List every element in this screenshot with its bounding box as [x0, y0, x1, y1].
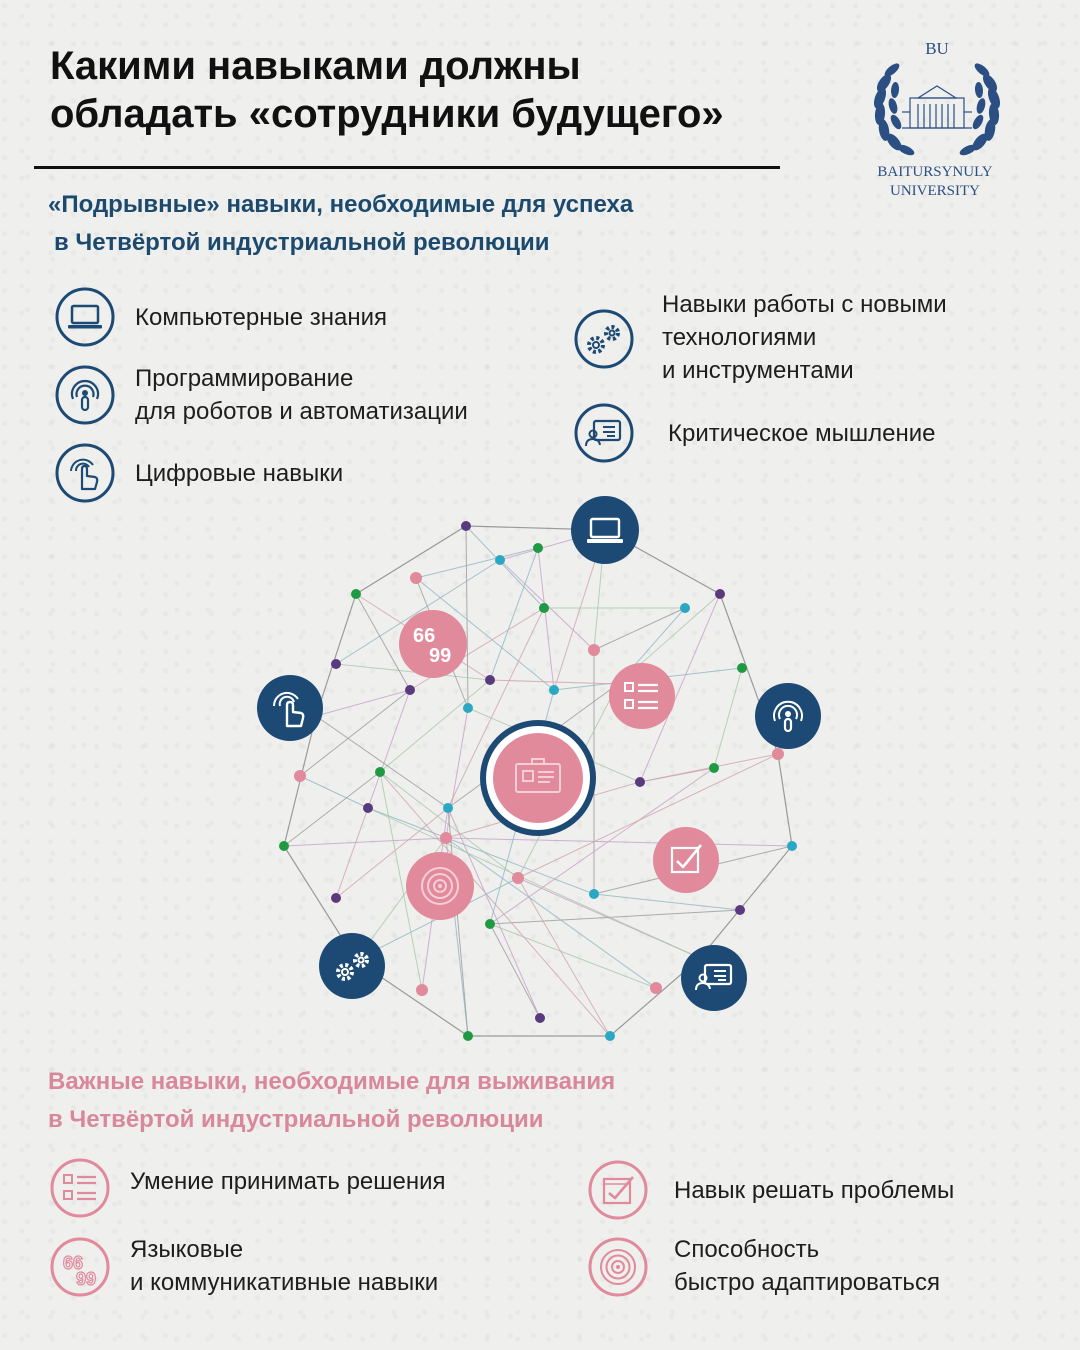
gears-icon — [574, 309, 634, 368]
spiral-icon — [406, 852, 474, 920]
network-node — [410, 572, 422, 584]
network-node — [772, 748, 784, 760]
network-node — [443, 803, 453, 813]
network-node — [495, 555, 505, 565]
presentation-icon — [681, 945, 747, 1011]
center-node — [480, 720, 596, 836]
network-node — [737, 663, 747, 673]
network-node — [375, 767, 385, 777]
disruptive-heading-line-2: в Четвёртой индустриальной революции — [54, 229, 550, 256]
survival-heading-line-2: в Четвёртой индустриальной революции — [48, 1106, 544, 1133]
network-node — [485, 675, 495, 685]
gears-icon — [319, 933, 385, 999]
network-node — [535, 1013, 545, 1023]
skill-robot-programming: Программирование для роботов и автоматиз… — [55, 362, 468, 428]
laurel-right — [959, 63, 1001, 156]
title-divider — [34, 166, 780, 169]
network-node — [650, 982, 662, 994]
network-node — [485, 919, 495, 929]
network-node — [331, 659, 341, 669]
network-node — [549, 685, 559, 695]
skill-label: Умение принимать решения — [130, 1167, 446, 1195]
skill-digital: Цифровые навыки — [55, 443, 343, 503]
network-node — [680, 603, 690, 613]
university-logo: BU BAITURSYNULY UNIVERSITY — [873, 39, 1001, 199]
disruptive-heading-line-1: «Подрывные» навыки, необходимые для успе… — [48, 191, 634, 218]
title-line-1: Какими навыками должны — [50, 44, 581, 88]
network-node — [351, 589, 361, 599]
checkbox-icon — [653, 827, 719, 893]
skill-critical-thinking: Критическое мышление — [574, 403, 935, 463]
network-node — [605, 1031, 615, 1041]
network-node — [533, 543, 543, 553]
network-node — [279, 841, 289, 851]
skill-label: Способность быстро адаптироваться — [674, 1236, 940, 1296]
checkbox-icon — [588, 1160, 648, 1220]
building-icon — [902, 85, 972, 129]
skill-decision-making: Умение принимать решения — [50, 1158, 446, 1218]
robot-touch-icon — [55, 365, 115, 425]
quotes-icon: 66 99 — [50, 1237, 110, 1297]
svg-text:66: 66 — [413, 625, 435, 647]
logo-line-1: BAITURSYNULY — [877, 164, 992, 180]
network-node — [635, 777, 645, 787]
network-node — [463, 1031, 473, 1041]
skill-adaptability: Способность быстро адаптироваться — [588, 1235, 940, 1299]
network-node — [787, 841, 797, 851]
list-icon — [50, 1158, 110, 1218]
spiral-icon — [588, 1237, 648, 1297]
logo-line-2: UNIVERSITY — [890, 183, 980, 199]
robot-touch-icon — [755, 683, 821, 749]
network-node — [539, 603, 549, 613]
survival-skills-heading: Важные навыки, необходимые для выживания… — [48, 1063, 615, 1139]
skill-label: Навыки работы с новыми технологиями и ин… — [662, 291, 947, 384]
skill-computer-knowledge: Компьютерные знания — [55, 287, 387, 347]
network-node — [715, 589, 725, 599]
svg-text:66: 66 — [63, 1253, 83, 1273]
network-node — [461, 521, 471, 531]
skill-label: Языковые и коммуникативные навыки — [130, 1236, 439, 1296]
network-lines — [283, 525, 793, 1037]
list-icon — [609, 663, 675, 729]
network-node — [709, 763, 719, 773]
network-node — [589, 889, 599, 899]
network-node — [463, 703, 473, 713]
skill-new-technologies: Навыки работы с новыми технологиями и ин… — [574, 290, 947, 387]
touch-hand-icon — [55, 443, 115, 503]
skill-label: Навык решать проблемы — [674, 1176, 955, 1204]
skill-label: Критическое мышление — [668, 419, 936, 447]
skill-problem-solving: Навык решать проблемы — [588, 1160, 954, 1220]
laptop-icon — [571, 496, 639, 564]
network-node — [405, 685, 415, 695]
network-node — [588, 644, 600, 656]
logo-abbr: BU — [925, 39, 949, 58]
svg-text:99: 99 — [76, 1269, 96, 1289]
laptop-icon — [55, 287, 115, 347]
network-node — [735, 905, 745, 915]
network-node — [294, 770, 306, 782]
presentation-icon — [574, 403, 634, 463]
network-node — [512, 872, 524, 884]
page-title: Какими навыками должны обладать «сотрудн… — [50, 42, 850, 138]
title-line-2: обладать «сотрудники будущего» — [50, 92, 724, 136]
network-node — [331, 893, 341, 903]
network-node — [440, 832, 452, 844]
skill-label: Программирование для роботов и автоматиз… — [135, 365, 468, 425]
skill-label: Цифровые навыки — [135, 459, 344, 487]
skill-language-communication: 66 99 Языковые и коммуникативные навыки — [50, 1235, 438, 1299]
laurel-left — [873, 63, 915, 156]
svg-text:99: 99 — [429, 645, 451, 667]
touch-hand-icon — [257, 675, 323, 741]
network-node — [416, 984, 428, 996]
disruptive-skills-heading: «Подрывные» навыки, необходимые для успе… — [48, 186, 633, 262]
network-node — [363, 803, 373, 813]
survival-heading-line-1: Важные навыки, необходимые для выживания — [48, 1068, 616, 1095]
skill-label: Компьютерные знания — [135, 303, 387, 331]
